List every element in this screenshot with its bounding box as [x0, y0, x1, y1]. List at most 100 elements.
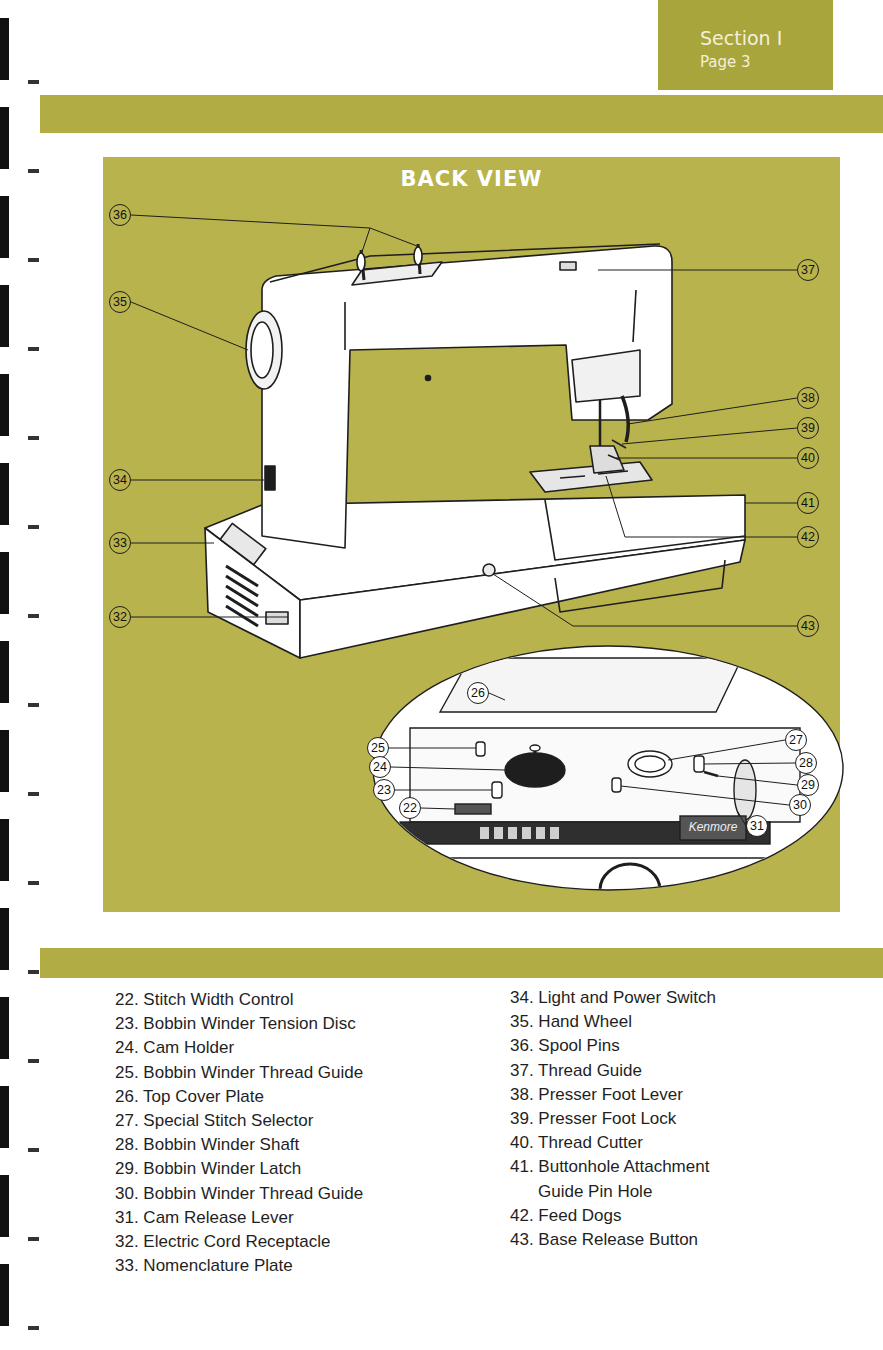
binding-ring: [0, 196, 39, 262]
stitch-width-control: [455, 804, 491, 814]
callout-number: 41: [797, 492, 819, 514]
binding-ring: [0, 18, 39, 84]
binding-bar: [0, 730, 9, 792]
part-name: 43. Base Release Button: [510, 1228, 745, 1252]
callout-number: 38: [797, 387, 819, 409]
nomenclature-plate: [220, 523, 266, 564]
strip-windows: [480, 827, 559, 839]
top-cover-plate: [440, 658, 742, 712]
part-name: 25. Bobbin Winder Thread Guide: [115, 1061, 435, 1085]
callout-label: 23: [377, 784, 391, 797]
callout-number: 37: [797, 259, 819, 281]
bottom-band: [40, 948, 883, 978]
part-name: 38. Presser Foot Lever: [510, 1083, 745, 1107]
binding-tick: [28, 169, 39, 173]
part-name: 32. Electric Cord Receptacle: [115, 1230, 435, 1254]
leader-line: [616, 458, 797, 459]
leader-line: [493, 574, 797, 626]
spool-cap: [414, 247, 422, 265]
binding-bar: [0, 819, 9, 881]
callout-number: 40: [797, 447, 819, 469]
binding-tick: [28, 614, 39, 618]
binding-ring: [0, 463, 39, 529]
cam-spindle-top: [530, 745, 540, 751]
leader-lines: [131, 215, 797, 826]
binding-ring: [0, 908, 39, 974]
presser-foot: [590, 446, 624, 473]
binding-ring: [0, 641, 39, 707]
deck: [410, 728, 800, 822]
machine-arm: [262, 246, 672, 548]
part-name: 37. Thread Guide: [510, 1059, 745, 1083]
binding-bar: [0, 18, 9, 80]
callout-number: 36: [109, 204, 131, 226]
part-name: 41. Buttonhole Attachment Guide Pin Hole: [510, 1155, 745, 1203]
leader-line: [131, 480, 264, 481]
leader-line: [131, 215, 417, 252]
binding-tick: [28, 1059, 39, 1063]
binding-bar: [0, 285, 9, 347]
drawing-part: [550, 827, 559, 839]
callout-number: 43: [797, 615, 819, 637]
callout-label: 42: [801, 531, 815, 544]
drawing-part: [226, 586, 258, 606]
power-switch: [265, 466, 275, 490]
binding-ring: [0, 374, 39, 440]
face-plate: [572, 350, 640, 402]
leader-line: [704, 763, 795, 764]
binding-tick: [28, 258, 39, 262]
callout-number: 23: [373, 779, 395, 801]
special-stitch-selector: [628, 751, 672, 777]
callout-label: 38: [801, 392, 815, 405]
part-name: 42. Feed Dogs: [510, 1204, 745, 1228]
presser-foot-lever: [622, 396, 628, 442]
leader-line: [745, 503, 797, 504]
leader-line: [628, 398, 797, 424]
plate-slot: [560, 476, 585, 478]
tab-text: Page 3: [700, 51, 833, 73]
part-name: 24. Cam Holder: [115, 1036, 435, 1060]
key-column: 34. Light and Power Switch35. Hand Wheel…: [510, 986, 745, 1252]
drawing-part: [494, 827, 503, 839]
column-edge: [344, 302, 346, 350]
leader-line: [421, 808, 455, 809]
binding-ring: [0, 819, 39, 885]
leader-line: [622, 428, 797, 444]
needle-plate: [530, 462, 652, 492]
binding-tick: [28, 347, 39, 351]
callout-number: 30: [789, 794, 811, 816]
part-name: 30. Bobbin Winder Thread Guide: [115, 1182, 435, 1206]
leader-line: [668, 740, 785, 760]
thread-guide: [560, 262, 576, 270]
binding-ring: [0, 107, 39, 173]
binding-ring: [0, 730, 39, 796]
leader-line: [131, 543, 214, 544]
callout-label: 33: [113, 537, 127, 550]
callout-number: 29: [797, 774, 819, 796]
diagram-title: BACK VIEW: [103, 167, 840, 191]
callout-number: 35: [109, 291, 131, 313]
binding-tick: [28, 1326, 39, 1330]
hand-wheel-hub: [251, 322, 273, 378]
leader-line: [131, 617, 288, 618]
part-name: 35. Hand Wheel: [510, 1010, 745, 1034]
arm-top-edge: [270, 244, 660, 282]
part-name: 27. Special Stitch Selector: [115, 1109, 435, 1133]
callout-label: 32: [113, 611, 127, 624]
callout-label: 22: [403, 802, 417, 815]
binding-bar: [0, 997, 9, 1059]
binding-tick: [28, 881, 39, 885]
binding-ring: [0, 997, 39, 1063]
part-name: 36. Spool Pins: [510, 1034, 745, 1058]
binding-tick: [28, 80, 39, 84]
sewing-machine: [205, 244, 745, 658]
deck-edge: [400, 857, 800, 858]
winder-guide-post: [612, 778, 621, 792]
leader-line: [131, 302, 248, 350]
callout-number: 34: [109, 469, 131, 491]
callout-label: 36: [113, 209, 127, 222]
callout-number: 22: [399, 797, 421, 819]
part-name: 33. Nomenclature Plate: [115, 1254, 435, 1278]
